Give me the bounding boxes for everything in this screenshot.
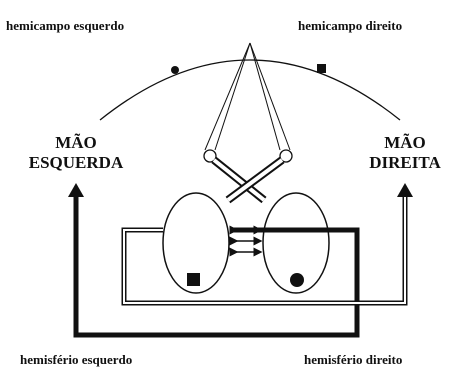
left-visual-field-label: hemicampo esquerdo <box>6 18 124 33</box>
left-hemisphere-square <box>187 273 200 286</box>
right-eye <box>279 149 293 163</box>
right-hemisphere-label: hemisfério direito <box>304 352 402 367</box>
right-hand-label-line2: DIREITA <box>369 153 441 172</box>
left-hand-label-line1: MÃO <box>55 133 97 152</box>
motor-pathway-right-hand <box>73 195 360 338</box>
left-hand-arrowhead <box>68 183 84 197</box>
sight-lines <box>204 42 291 151</box>
left-hemisphere <box>162 192 230 294</box>
right-hemisphere-circle <box>290 273 304 287</box>
callosum-arrows <box>229 225 263 257</box>
right-field-square-marker <box>317 64 326 73</box>
motor-pathway-left-hand-inner <box>123 195 406 304</box>
right-visual-field-label: hemicampo direito <box>298 18 402 33</box>
optic-chiasm <box>211 156 285 204</box>
left-hand-label-line2: ESQUERDA <box>29 153 124 172</box>
right-hand-label-line1: MÃO <box>384 133 426 152</box>
right-hand-arrowhead <box>397 183 413 197</box>
left-field-circle-marker <box>171 66 179 74</box>
left-eye <box>203 149 217 163</box>
right-hemisphere <box>262 192 330 294</box>
visual-field-arc <box>99 59 401 121</box>
left-hemisphere-label: hemisfério esquerdo <box>20 352 132 367</box>
